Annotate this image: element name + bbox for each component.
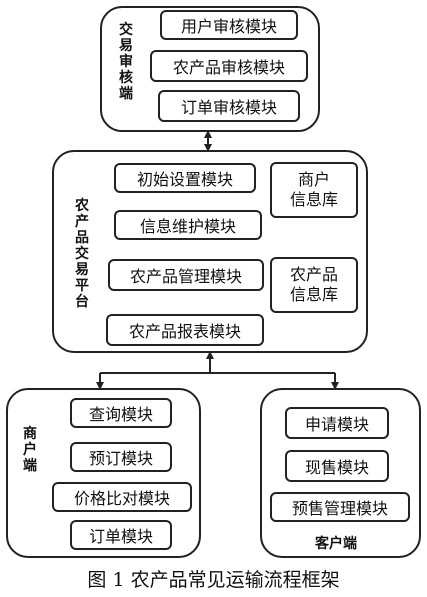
query-module: 查询模块 bbox=[70, 398, 172, 428]
presale-management-module: 预售管理模块 bbox=[270, 492, 410, 522]
figure-caption: 图 1 农产品常见运输流程框架 bbox=[87, 569, 340, 591]
product-report-module: 农产品报表模块 bbox=[106, 314, 264, 346]
initial-setup-module: 初始设置模块 bbox=[114, 163, 256, 193]
product-info-database: 农产品 信息库 bbox=[270, 257, 358, 313]
info-maintenance-module: 信息维护模块 bbox=[114, 210, 262, 240]
product-review-module: 农产品审核模块 bbox=[150, 50, 308, 82]
reservation-module: 预订模块 bbox=[70, 442, 172, 472]
merchant-side-label: 商 户 端 bbox=[23, 426, 37, 474]
product-management-module: 农产品管理模块 bbox=[108, 259, 264, 291]
spot-sale-module: 现售模块 bbox=[285, 450, 389, 482]
application-module: 申请模块 bbox=[285, 407, 389, 439]
platform-label: 农 产 品 交 易 平 台 bbox=[75, 198, 89, 310]
customer-side-label: 客户端 bbox=[315, 536, 357, 552]
price-comparison-module: 价格比对模块 bbox=[52, 482, 192, 512]
review-side-label: 交 易 审 核 端 bbox=[119, 22, 133, 102]
user-review-module: 用户审核模块 bbox=[160, 10, 298, 40]
merchant-info-database: 商户 信息库 bbox=[270, 162, 358, 218]
order-module: 订单模块 bbox=[70, 520, 172, 550]
order-review-module: 订单审核模块 bbox=[158, 90, 300, 122]
